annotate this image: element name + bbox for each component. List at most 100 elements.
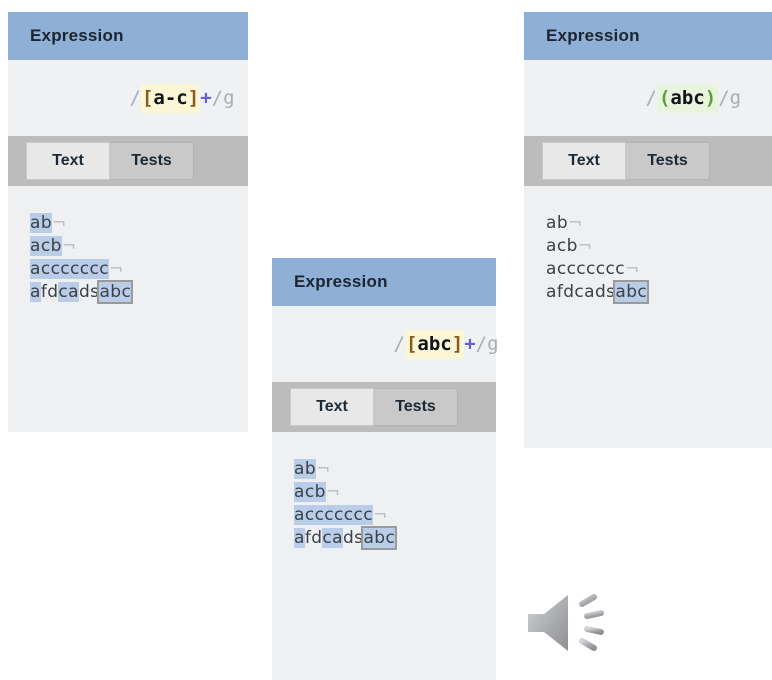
- match-highlight: ca: [58, 282, 79, 302]
- test-text-area[interactable]: ab¬acb¬accccccc¬afdcadsabc: [8, 186, 248, 322]
- expression-header: Expression: [524, 12, 772, 60]
- regex-close-delimiter: /: [211, 86, 224, 109]
- tab-text[interactable]: Text: [26, 142, 110, 180]
- regex-class-body: a-c: [153, 86, 188, 109]
- regex-open-bracket: [: [405, 332, 418, 355]
- regex-open-bracket: [: [141, 86, 154, 109]
- regex-expression[interactable]: /[abc]+/g: [302, 316, 499, 373]
- newline-symbol: ¬: [109, 259, 124, 279]
- panel-left-rail: [264, 258, 272, 680]
- regex-close-delimiter: /: [718, 86, 730, 109]
- plain-text: fd: [40, 282, 59, 302]
- speaker-icon[interactable]: [524, 588, 616, 658]
- regex-expression[interactable]: /[a-c]+/g: [38, 70, 235, 127]
- panel-body: Expression /[abc]+/g Text Tests ab¬acb¬a…: [272, 258, 499, 680]
- regex-capture-group: (abc): [656, 83, 719, 113]
- regex-panel-capture-group: Expression /(abc)/g Text Tests ab¬acb¬ac…: [516, 12, 772, 448]
- test-text-line: afdcadsabc: [30, 280, 248, 304]
- test-text-line: accccccc¬: [30, 258, 248, 281]
- tab-text[interactable]: Text: [290, 388, 374, 426]
- tab-tests[interactable]: Tests: [374, 388, 458, 426]
- regex-close-bracket: ]: [187, 86, 200, 109]
- regex-open-delimiter: /: [129, 86, 141, 109]
- newline-symbol: ¬: [373, 505, 388, 525]
- regex-close-bracket: ]: [451, 332, 464, 355]
- match-highlight-selected: abc: [361, 526, 398, 550]
- test-text-line: afdcadsabc: [546, 280, 772, 304]
- regex-character-class: [a-c]: [140, 83, 201, 113]
- plain-text: afdcads: [546, 282, 616, 302]
- tab-bar: Text Tests: [524, 136, 772, 186]
- newline-symbol: ¬: [325, 482, 341, 502]
- newline-symbol: ¬: [316, 459, 331, 479]
- match-highlight-selected: abc: [613, 280, 650, 304]
- tab-bar: Text Tests: [8, 136, 248, 186]
- panel-left-rail: [0, 12, 8, 432]
- regex-panel-char-range: Expression /[a-c]+/g Text Tests ab¬acb¬a…: [0, 12, 248, 432]
- regex-panel-char-set: Expression /[abc]+/g Text Tests ab¬acb¬a…: [264, 258, 499, 680]
- regex-group-body: abc: [670, 86, 705, 109]
- expression-input-row[interactable]: /(abc)/g: [524, 60, 772, 136]
- test-text-line: acb¬: [546, 235, 772, 258]
- plain-text: acb: [546, 236, 578, 256]
- newline-symbol: ¬: [568, 213, 583, 233]
- plain-text: ds: [342, 528, 364, 548]
- expression-header-title: Expression: [294, 272, 388, 291]
- plain-text: fd: [304, 528, 323, 548]
- match-highlight-selected: abc: [97, 280, 134, 304]
- newline-symbol: ¬: [52, 213, 67, 233]
- regex-flags: g: [223, 86, 235, 109]
- regex-open-delimiter: /: [645, 86, 657, 109]
- expression-input-row[interactable]: /[abc]+/g: [272, 306, 499, 382]
- speaker-icon-svg: [528, 594, 604, 651]
- test-text-line: ab¬: [30, 212, 248, 235]
- match-highlight: ab: [294, 459, 317, 479]
- panel-body: Expression /(abc)/g Text Tests ab¬acb¬ac…: [524, 12, 772, 448]
- plain-text: ds: [78, 282, 100, 302]
- tab-tests[interactable]: Tests: [110, 142, 194, 180]
- match-highlight: accccccc: [294, 505, 374, 525]
- match-highlight: a: [294, 528, 305, 548]
- plain-text: ab: [546, 213, 569, 233]
- regex-flags: g: [487, 332, 499, 355]
- plain-text: accccccc: [546, 259, 626, 279]
- expression-header: Expression: [8, 12, 248, 60]
- regex-character-class: [abc]: [404, 329, 465, 359]
- tab-bar: Text Tests: [272, 382, 496, 432]
- match-highlight: accccccc: [30, 259, 110, 279]
- regex-flags: g: [729, 86, 742, 109]
- test-text-line: ab¬: [294, 458, 496, 481]
- test-text-line: afdcadsabc: [294, 526, 496, 550]
- regex-close-paren: ): [704, 86, 717, 109]
- regex-open-delimiter: /: [393, 332, 405, 355]
- newline-symbol: ¬: [577, 236, 593, 256]
- newline-symbol: ¬: [61, 236, 77, 256]
- regex-expression[interactable]: /(abc)/g: [554, 70, 741, 127]
- regex-quantifier: +: [464, 332, 476, 355]
- match-highlight: ca: [322, 528, 343, 548]
- expression-header: Expression: [272, 258, 496, 306]
- tab-tests[interactable]: Tests: [626, 142, 710, 180]
- test-text-line: accccccc¬: [546, 258, 772, 281]
- expression-header-title: Expression: [546, 26, 640, 45]
- match-highlight: a: [30, 282, 41, 302]
- regex-close-delimiter: /: [475, 332, 488, 355]
- test-text-area[interactable]: ab¬acb¬accccccc¬afdcadsabc: [524, 186, 772, 322]
- newline-symbol: ¬: [625, 259, 640, 279]
- test-text-line: acb¬: [294, 481, 496, 504]
- match-highlight: acb: [30, 236, 62, 256]
- expression-header-title: Expression: [30, 26, 124, 45]
- test-text-line: accccccc¬: [294, 504, 496, 527]
- regex-class-body: abc: [417, 332, 452, 355]
- panel-left-rail: [516, 12, 524, 448]
- test-text-area[interactable]: ab¬acb¬accccccc¬afdcadsabc: [272, 432, 496, 568]
- tab-text[interactable]: Text: [542, 142, 626, 180]
- test-text-line: acb¬: [30, 235, 248, 258]
- panel-body: Expression /[a-c]+/g Text Tests ab¬acb¬a…: [8, 12, 248, 432]
- match-highlight: ab: [30, 213, 53, 233]
- match-highlight: acb: [294, 482, 326, 502]
- regex-quantifier: +: [200, 86, 212, 109]
- test-text-line: ab¬: [546, 212, 772, 235]
- regex-open-paren: (: [658, 86, 671, 109]
- expression-input-row[interactable]: /[a-c]+/g: [8, 60, 248, 136]
